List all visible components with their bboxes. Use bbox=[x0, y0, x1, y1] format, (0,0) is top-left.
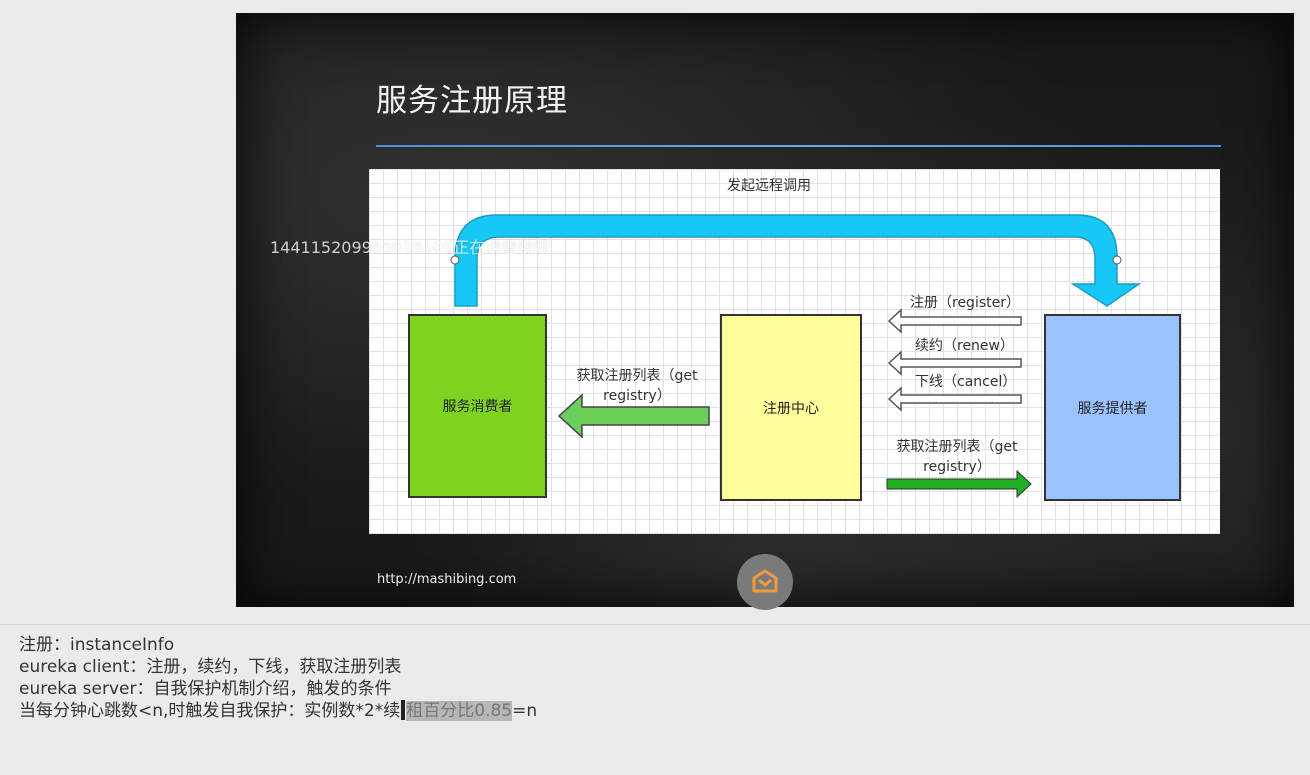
slide-title: 服务注册原理 bbox=[376, 83, 568, 119]
remote-call-arrow bbox=[454, 214, 1142, 307]
service-consumer-label: 服务消费者 bbox=[442, 399, 513, 415]
note-line-4[interactable]: 当每分钟心跳数<n,时触发自我保护：实例数*2*续租百分比0.85=n bbox=[19, 700, 537, 722]
footer-url: http://mashibing.com bbox=[377, 572, 517, 587]
connector-dot-right bbox=[1112, 255, 1122, 265]
service-consumer-box: 服务消费者 bbox=[408, 314, 547, 498]
register-arrow bbox=[887, 308, 1022, 334]
cancel-label: 下线（cancel） bbox=[915, 374, 1017, 390]
get-registry-arrow-consumer bbox=[557, 393, 710, 439]
remote-call-label: 发起远程调用 bbox=[727, 178, 811, 194]
note-selected-text[interactable]: 租百分比0.85 bbox=[406, 701, 513, 721]
notes-editor[interactable]: 注册：instanceInfo eureka client：注册，续约，下线，获… bbox=[19, 634, 537, 722]
diagram-arrows bbox=[450, 214, 1142, 499]
note-line-4-text[interactable]: 当每分钟心跳数<n,时触发自我保护：实例数*2*续 bbox=[19, 701, 401, 721]
slide: 服务注册原理 发起远程调用 注册（register） 续约（renew） 下线（… bbox=[236, 13, 1294, 610]
viewer-watermark: 1441152099656181​09正在观看视频 bbox=[270, 238, 550, 257]
note-line-2[interactable]: eureka client：注册，续约，下线，获取注册列表 bbox=[19, 657, 402, 677]
renew-label: 续约（renew） bbox=[915, 338, 1014, 354]
get-registry-label-provider: 获取注册列表（get registry） bbox=[896, 439, 1018, 475]
cancel-arrow bbox=[887, 386, 1022, 412]
service-provider-box: 服务提供者 bbox=[1044, 314, 1181, 501]
register-label: 注册（register） bbox=[910, 295, 1020, 311]
diagram: 发起远程调用 注册（register） 续约（renew） 下线（cancel）… bbox=[369, 169, 1220, 534]
note-line-3[interactable]: eureka server：自我保护机制介绍，触发的条件 bbox=[19, 679, 392, 699]
registry-center-label: 注册中心 bbox=[763, 400, 819, 417]
mashibing-logo-icon bbox=[737, 554, 793, 610]
registry-center-box: 注册中心 bbox=[720, 314, 862, 501]
connector-dot-left bbox=[450, 255, 460, 265]
get-registry-label-consumer: 获取注册列表（get registry） bbox=[576, 368, 698, 404]
notes-divider bbox=[0, 624, 1310, 625]
service-provider-label: 服务提供者 bbox=[1077, 400, 1148, 417]
get-registry-arrow-provider bbox=[886, 469, 1032, 499]
renew-arrow bbox=[887, 350, 1022, 376]
text-cursor-icon bbox=[401, 700, 406, 720]
note-line-4-end[interactable]: =n bbox=[512, 701, 538, 721]
title-divider bbox=[376, 145, 1221, 147]
note-line-1[interactable]: 注册：instanceInfo bbox=[19, 635, 175, 655]
